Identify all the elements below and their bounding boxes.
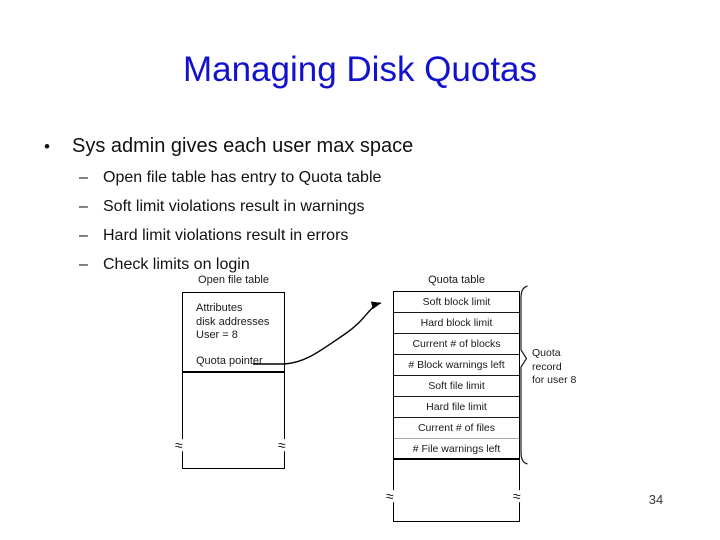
page-number: 34 [648,492,664,507]
quota-record-label: Quota record for user 8 [532,347,577,386]
break-mark: ≈ [276,436,288,454]
break-mark: ≈ [173,436,185,454]
open-file-table-divider [183,371,284,373]
bullet-dash: – [79,227,88,244]
quota-table-box: Soft block limit Hard block limit Curren… [393,291,520,522]
quota-table-row: Hard file limit [394,397,519,418]
open-file-table-label: Open file table [198,274,269,286]
bullet-sub-3: –Hard limit violations result in errors [79,226,639,246]
bullet-main-text: Sys admin gives each user max space [72,135,414,157]
quota-table-row: # File warnings left [394,439,519,460]
open-file-table-attributes: Attributes disk addresses User = 8 [196,302,270,341]
bullet-dash: – [79,169,88,186]
page-title: Managing Disk Quotas [182,50,538,89]
bullet-sub-4: –Check limits on login [79,255,639,275]
quota-table-row: Soft block limit [394,292,519,313]
quota-table-row: # Block warnings left [394,355,519,376]
bullet-main: • Sys admin gives each user max space [44,134,644,159]
bullet-sub-text: Hard limit violations result in errors [103,227,349,244]
bullet-dash: – [79,256,88,273]
quota-table-row: Soft file limit [394,376,519,397]
bullet-dot: • [44,137,50,156]
bullet-sub-2: –Soft limit violations result in warning… [79,197,639,217]
quota-table-row: Current # of blocks [394,334,519,355]
quota-table-row: Hard block limit [394,313,519,334]
break-mark: ≈ [384,487,396,505]
bullet-sub-1: –Open file table has entry to Quota tabl… [79,168,639,188]
quota-record-brace [520,285,528,465]
quota-pointer-label: Quota pointer [196,355,263,367]
quota-table-label: Quota table [428,274,485,286]
bullet-sub-text: Check limits on login [103,256,250,273]
quota-table-row: Current # of files [394,418,519,439]
bullet-sub-text: Soft limit violations result in warnings [103,198,365,215]
break-mark: ≈ [511,487,523,505]
open-file-table-box: Attributes disk addresses User = 8 Quota… [182,292,285,469]
bullet-dash: – [79,198,88,215]
bullet-sub-text: Open file table has entry to Quota table [103,169,382,186]
